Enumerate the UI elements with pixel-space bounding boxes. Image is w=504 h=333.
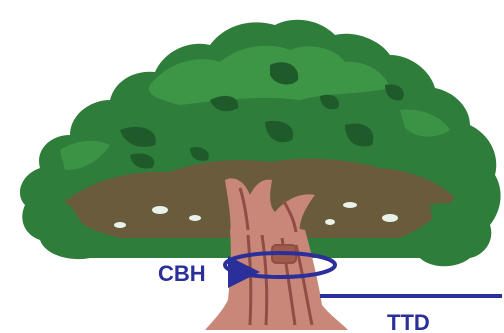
- cbh-label: CBH: [158, 261, 206, 286]
- ttd-label: TTD: [387, 310, 430, 333]
- ttd-marker: TTD: [320, 296, 502, 333]
